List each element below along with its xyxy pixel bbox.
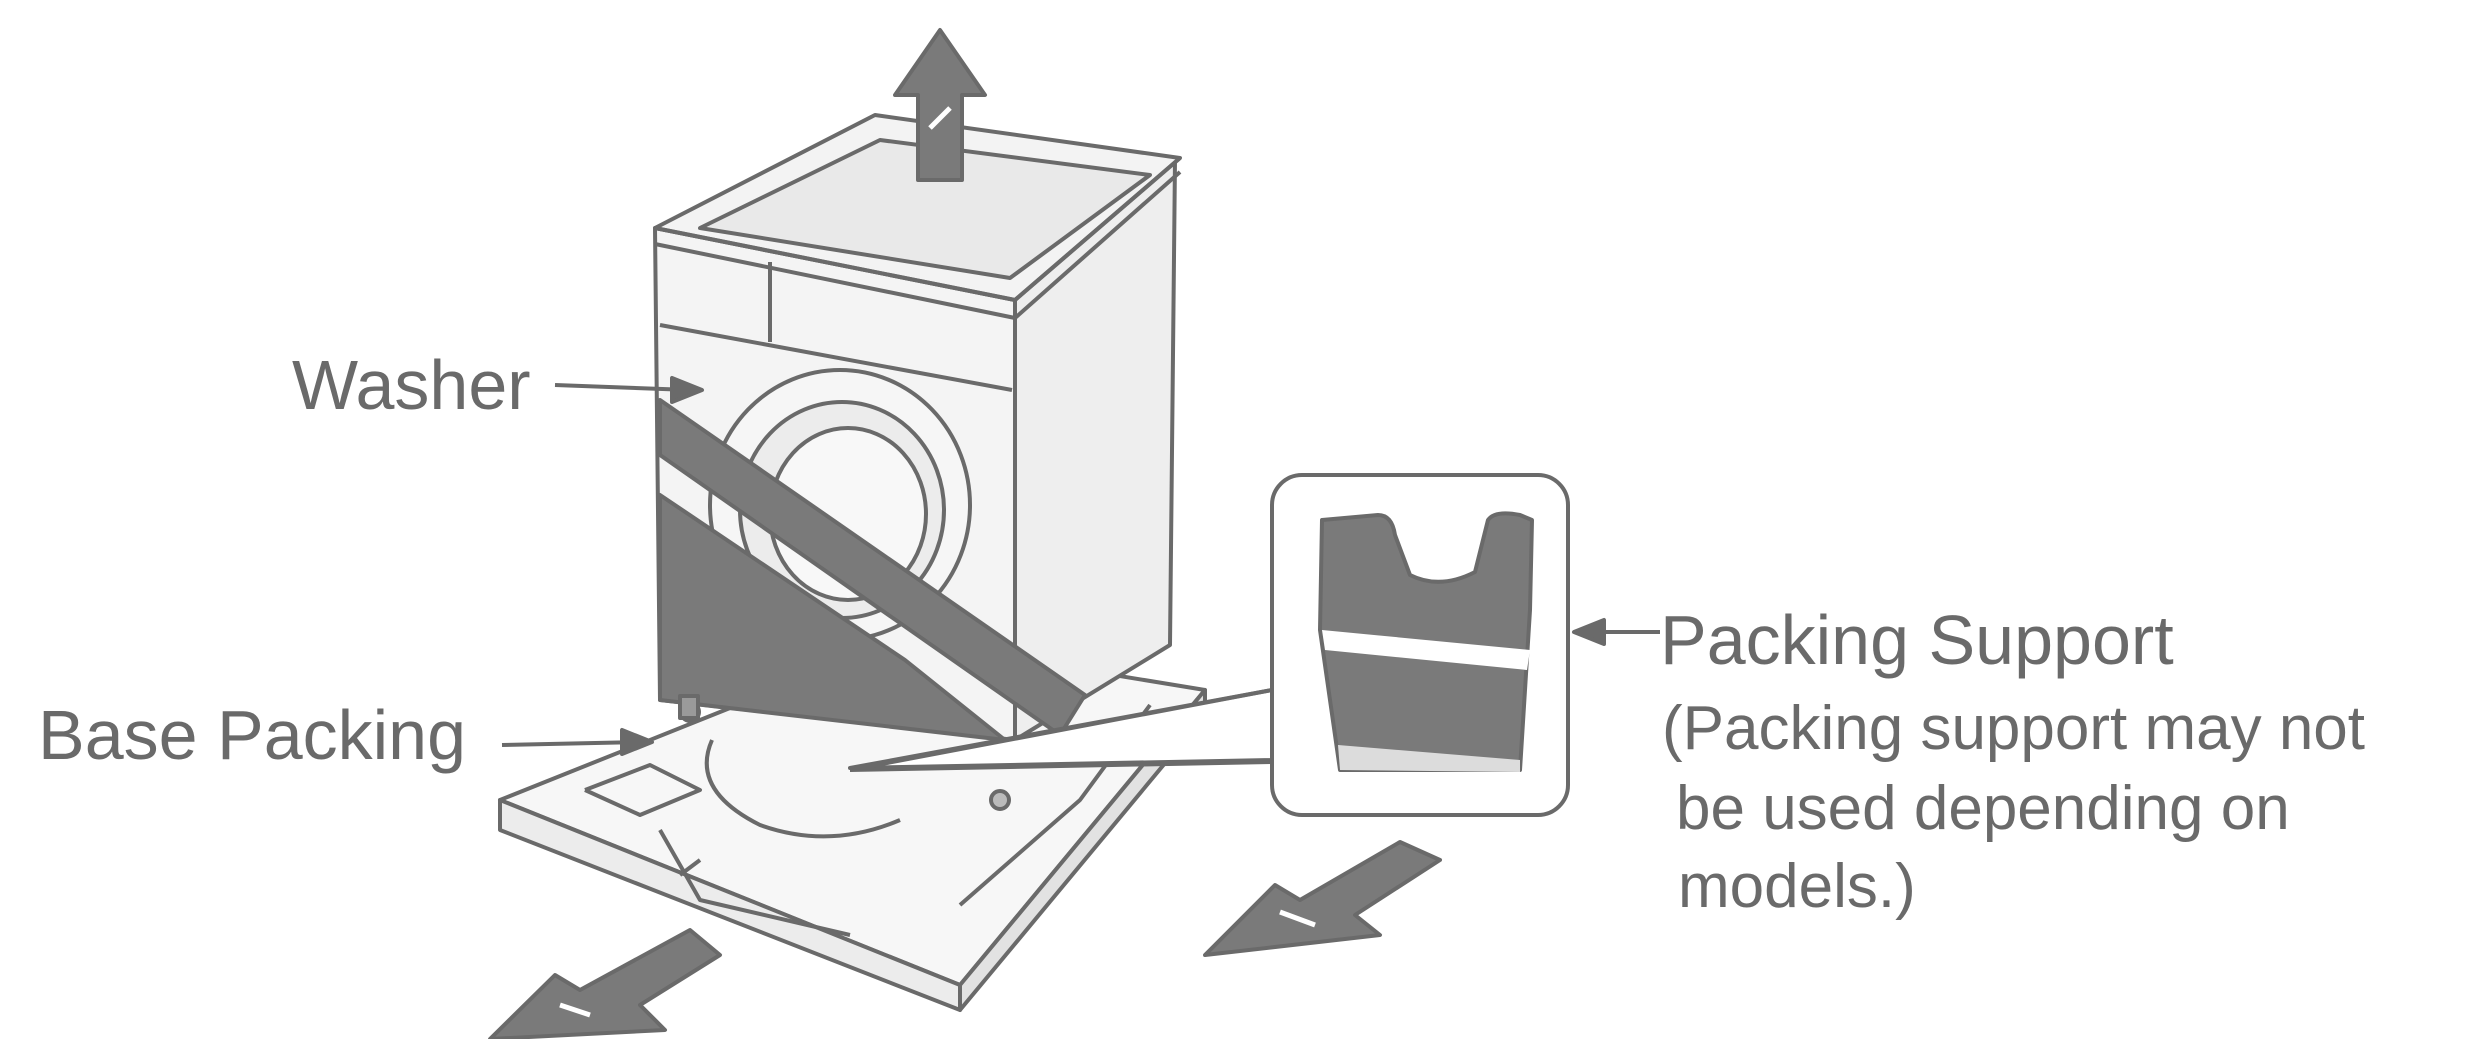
base-leader-arrowhead xyxy=(620,728,654,756)
down-left-arrow-icon xyxy=(1203,840,1442,957)
packing-support-note-line-2: be used depending on xyxy=(1676,774,2290,843)
packing-support-note-line-3: models.) xyxy=(1678,852,1916,921)
washer-label: Washer xyxy=(292,346,531,424)
up-arrow-icon xyxy=(893,28,987,182)
leader-lines xyxy=(501,376,1660,756)
base-packing-label: Base Packing xyxy=(38,696,467,774)
packing-support-note-line-1: (Packing support may not xyxy=(1662,694,2366,763)
support-leader-arrowhead xyxy=(1572,618,1606,646)
down-left-arrow-icon xyxy=(488,928,722,1041)
packing-support-label: Packing Support xyxy=(1660,601,2174,679)
washer-leader-arrowhead xyxy=(670,376,704,404)
washer-illustration xyxy=(653,113,1182,742)
packing-support-callout xyxy=(848,473,1570,817)
